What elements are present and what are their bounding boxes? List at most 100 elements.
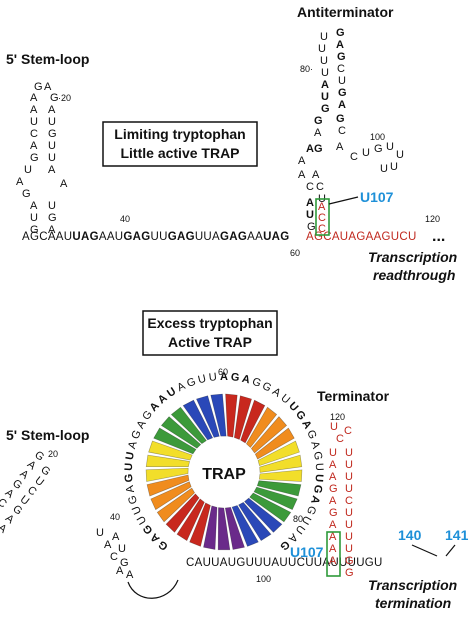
ring-nucleotide: U	[124, 451, 137, 461]
top-pos-60: 60	[290, 248, 300, 258]
svg-text:A: A	[116, 565, 124, 577]
svg-text:U: U	[345, 507, 353, 519]
ring-nucleotide: G	[311, 451, 324, 461]
trap-subunit	[257, 440, 303, 482]
trap-beta-strand	[165, 493, 200, 533]
svg-text:A: A	[104, 539, 112, 551]
top-condition-line1: Limiting tryptophan	[114, 126, 245, 142]
trap-beta-strand	[224, 507, 245, 550]
svg-text:U: U	[118, 543, 126, 555]
trap-subunit	[165, 493, 211, 547]
svg-text:A: A	[314, 127, 322, 139]
svg-text:80·: 80·	[300, 64, 313, 74]
trap-subunit	[146, 474, 195, 523]
bottom-condition-line1: Excess tryptophan	[147, 315, 272, 331]
svg-text:U: U	[362, 147, 370, 159]
svg-text:C: C	[318, 223, 326, 235]
svg-text:A: A	[329, 459, 337, 471]
svg-text:C: C	[338, 125, 346, 137]
trap-beta-strand	[250, 416, 288, 454]
trap-beta-strand	[244, 497, 283, 533]
bottom-linker-arc	[127, 579, 179, 599]
ring-nucleotide: A	[308, 440, 322, 451]
top-u107-label: U107	[360, 189, 394, 205]
svg-text:U: U	[96, 527, 104, 539]
trap-beta-strand	[176, 498, 205, 542]
bottom-pos-40: 40	[110, 512, 120, 522]
svg-text:U: U	[320, 31, 328, 43]
svg-text:G: G	[329, 483, 338, 495]
svg-text:U: U	[30, 212, 38, 224]
svg-text:U: U	[380, 163, 388, 175]
svg-text:A: A	[48, 104, 56, 116]
trap-subunit	[246, 406, 295, 460]
svg-text:U: U	[318, 43, 326, 55]
top-outcome-line2: readthrough	[373, 267, 455, 283]
svg-text:G: G	[329, 507, 338, 519]
svg-text:U: U	[345, 543, 353, 555]
svg-text:A: A	[329, 519, 337, 531]
svg-text:G: G	[338, 87, 347, 99]
bottom-u107-label: U107	[290, 544, 324, 560]
ring-nucleotide: U	[130, 504, 144, 516]
ring-nucleotide: A	[126, 439, 140, 450]
trap-beta-strand	[240, 399, 266, 444]
trap-subunit	[153, 406, 207, 455]
top-pos-120: 120	[425, 214, 440, 224]
svg-text:G: G	[337, 51, 346, 63]
trap-beta-strand	[150, 481, 192, 511]
residue-141-label: 141	[445, 527, 469, 543]
trap-ring	[145, 393, 303, 551]
ring-nucleotide: U	[197, 373, 208, 387]
top-ellipsis: ...	[432, 228, 445, 245]
trap-beta-strand	[254, 427, 295, 460]
trap-beta-strand	[210, 393, 227, 437]
terminator-label: Terminator	[317, 388, 390, 404]
svg-text:G: G	[30, 152, 39, 164]
ring-nucleotide: A	[241, 373, 252, 387]
trap-beta-strand	[170, 406, 207, 444]
ring-nucleotide: U	[208, 371, 217, 384]
top-leader-sequence: AGCAAUUAGAAUGAGUUGAGUUAGAGAAUAG	[22, 231, 290, 243]
svg-text:U: U	[48, 152, 56, 164]
trap-beta-strand	[253, 486, 298, 511]
svg-text:A: A	[30, 104, 38, 116]
svg-text:U: U	[24, 164, 32, 176]
svg-text:U: U	[321, 91, 329, 103]
svg-text:U: U	[345, 519, 353, 531]
svg-text:A: A	[0, 522, 9, 536]
bottom-pos-60: 60	[218, 367, 228, 377]
svg-text:U: U	[338, 75, 346, 87]
residue-140-leader	[411, 544, 438, 557]
svg-text:A: A	[329, 555, 337, 567]
svg-text:A: A	[126, 569, 134, 581]
antiterminator-label: Antiterminator	[297, 4, 394, 20]
trap-beta-strand	[225, 393, 238, 438]
ring-nucleotide: G	[185, 376, 197, 390]
svg-text:G: G	[120, 557, 129, 569]
top-acc-box	[315, 198, 330, 236]
trap-beta-strand	[257, 440, 300, 467]
ring-nucleotide: U	[123, 463, 135, 472]
top-red-sequence: AGCAUAGAAGUCU	[306, 231, 417, 243]
svg-text:U: U	[330, 421, 338, 433]
svg-text:A: A	[336, 39, 344, 51]
trap-beta-strand	[249, 492, 292, 523]
svg-text:A: A	[336, 141, 344, 153]
svg-text:A: A	[298, 169, 306, 181]
ring-nucleotide: G	[304, 428, 318, 441]
svg-text:A: A	[30, 140, 38, 152]
trap-beta-strand	[189, 502, 211, 547]
svg-text:U: U	[48, 140, 56, 152]
bottom-tail-sequence: CAUUAUGUUUAUUCUUAUUUUGU	[186, 557, 383, 569]
bottom-panel: Excess tryptophan Active TRAP 5' Stem-lo…	[0, 310, 469, 611]
svg-text:U: U	[390, 161, 398, 173]
trap-subunit	[203, 505, 245, 551]
top-pos-40: 40	[120, 214, 130, 224]
svg-text:U: U	[329, 447, 337, 459]
